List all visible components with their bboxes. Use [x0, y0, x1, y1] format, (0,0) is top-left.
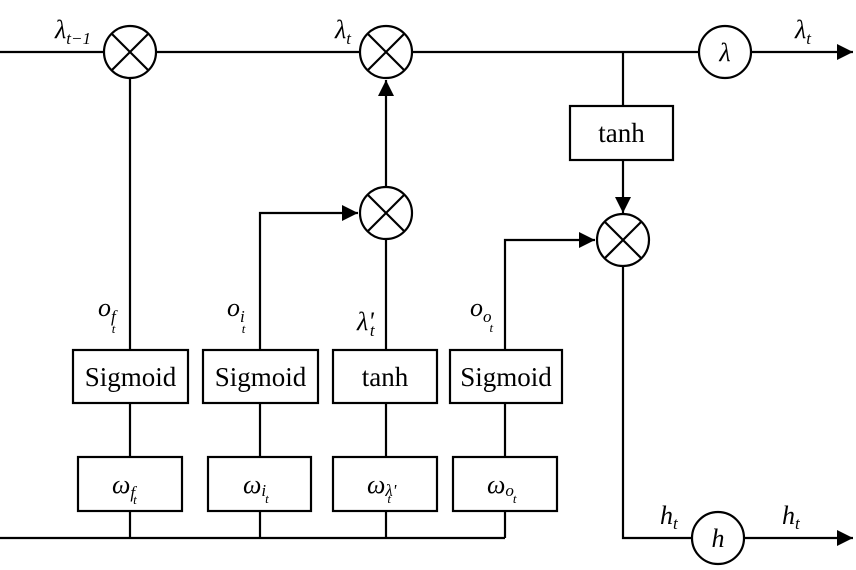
candidate-output-label: λ't	[356, 307, 376, 340]
h-t-input-label: ht	[660, 501, 679, 533]
forget-multiply-node	[102, 24, 158, 80]
lambda-t-mid-label: λt	[334, 15, 352, 48]
hidden-output-line	[621, 266, 692, 540]
update-multiply-node	[358, 24, 414, 80]
lambda-t-output-label: λt	[794, 15, 812, 48]
input-sigmoid-box: Sigmoid	[201, 348, 320, 405]
lambda-t-minus-1-label: λt−1	[54, 15, 91, 48]
output-weight-box: ωot	[451, 455, 559, 513]
candidate-weight-label: ωλ't	[367, 470, 397, 506]
input-gate-arrow	[258, 205, 358, 350]
input-weight-label: ωit	[243, 470, 269, 506]
candidate-weight-box: ωλ't	[331, 455, 439, 513]
input-sigmoid-label: Sigmoid	[215, 362, 307, 392]
h-node-label: h	[712, 524, 725, 553]
input-weight-box: ωit	[206, 455, 313, 513]
forget-weight-box: ωft	[76, 455, 184, 513]
forget-sigmoid-label: Sigmoid	[85, 362, 177, 392]
output-sigmoid-label: Sigmoid	[460, 362, 552, 392]
forget-sigmoid-box: Sigmoid	[71, 348, 190, 405]
state-tanh-label: tanh	[598, 118, 645, 148]
h-output-node: h	[690, 510, 746, 566]
output-weight-label: ωot	[487, 470, 517, 506]
lambda-node-label: λ	[718, 38, 730, 67]
candidate-tanh-label: tanh	[362, 362, 409, 392]
h-t-output-label: ht	[782, 501, 801, 533]
state-tanh-box: tanh	[568, 104, 675, 162]
lambda-output-node: λ	[697, 24, 753, 80]
output-gate-arrow	[503, 232, 595, 350]
input-multiply-node	[358, 185, 414, 241]
candidate-tanh-box: tanh	[331, 348, 439, 405]
forget-weight-label: ωft	[112, 470, 137, 507]
output-sigmoid-box: Sigmoid	[448, 348, 564, 405]
output-multiply-node	[595, 212, 651, 268]
